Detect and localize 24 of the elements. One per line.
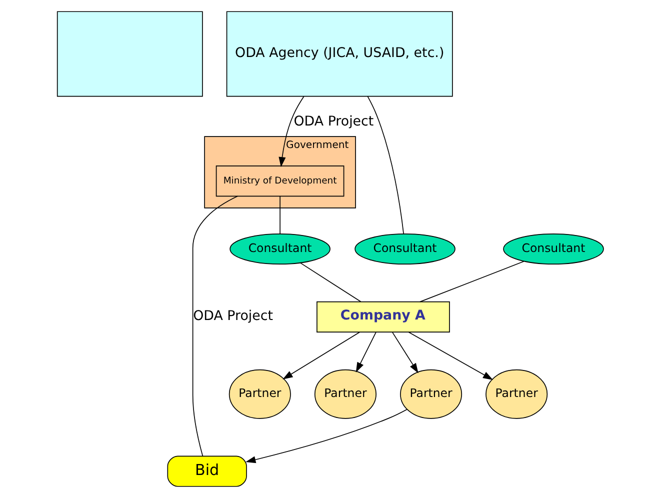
node-ellipse: Partner [228,369,290,419]
node-box: ODA Agency (JICA, USAID, etc.) [226,11,452,97]
node-ellipse: Partner [314,369,376,419]
arrow [408,332,493,380]
node-box: Company A [316,301,450,332]
node-ellipse: Consultant [502,233,604,265]
node-box: Ministry of Development [215,166,344,197]
edge-label: ODA Project [293,114,374,130]
arrow [392,332,418,374]
node-ellipse: Partner [485,369,548,419]
arrow [245,408,407,464]
connector [279,196,280,234]
node-ellipse: Consultant [229,233,330,265]
arrow [355,332,376,372]
node-box [56,11,202,97]
node-ellipse: Consultant [354,233,455,265]
connector [366,96,404,234]
node-box: Bid [166,456,246,487]
arrow [278,96,304,168]
node-ellipse: Partner [400,369,462,419]
connector [419,260,524,302]
edge-label: ODA Project [192,309,273,324]
arrow [282,332,360,380]
connector [300,262,361,302]
